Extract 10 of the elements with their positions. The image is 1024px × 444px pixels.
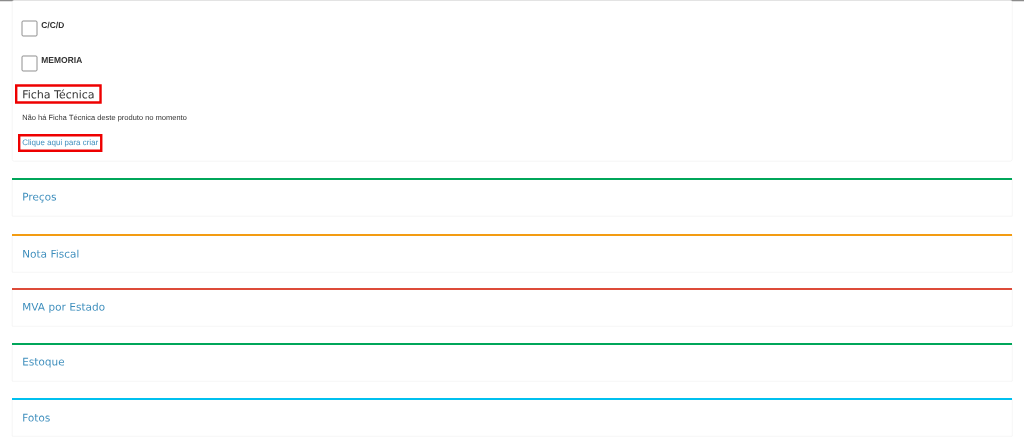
collapsed-panel: Estoque	[11, 343, 1013, 382]
collapsed-panel: Nota Fiscal	[11, 234, 1013, 273]
card-background	[12, 0, 1013, 162]
collapsed-panel: MVA por Estado	[11, 288, 1013, 327]
highlighted-link: Clique aqui para criar	[18, 134, 103, 152]
collapsed-panel: Preços	[11, 178, 1013, 217]
checkbox-label: C/C/D	[41, 21, 64, 29]
checkbox-label: MEMORIA	[41, 57, 83, 63]
collapsed-panel: Fotos	[11, 398, 1013, 437]
highlighted-heading: Ficha Técnica	[15, 84, 102, 104]
